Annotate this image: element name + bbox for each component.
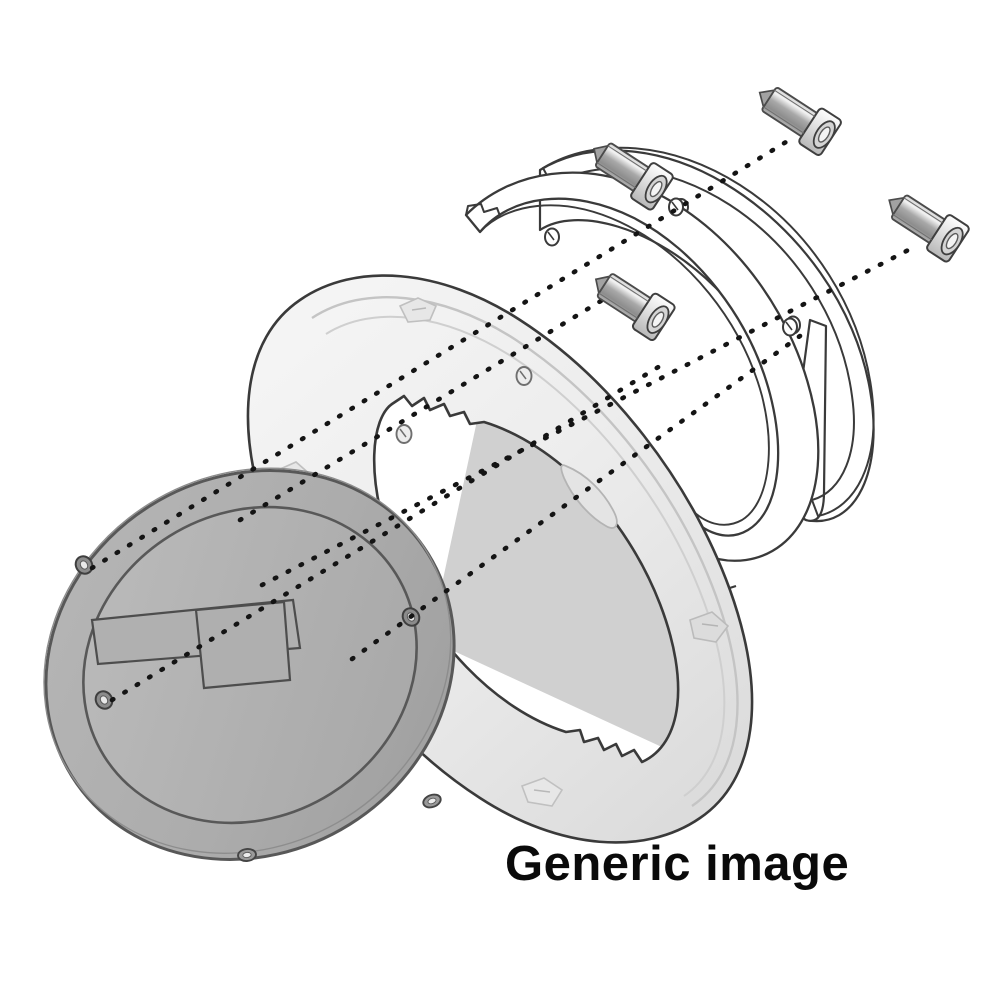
screw-3	[888, 194, 970, 263]
hole-front-ring-1	[544, 227, 560, 247]
screw-2	[593, 142, 674, 211]
assembly-line-1	[89, 139, 789, 571]
hole-plate-1	[74, 555, 94, 575]
screw-1	[758, 87, 842, 156]
ring-boss-top	[398, 297, 438, 323]
hole-plate-2	[94, 690, 114, 710]
hole-front-ring-2	[668, 197, 684, 217]
assembly-line-5	[349, 333, 803, 662]
cover-plate	[43, 467, 456, 862]
hole-plate-4	[422, 793, 442, 809]
hole-front-ring-4	[782, 317, 798, 337]
ring-boss-right	[689, 611, 730, 643]
hole-plate-5	[237, 848, 257, 862]
assembly-line-4	[109, 363, 663, 703]
screw-4	[594, 273, 676, 342]
hole-flange-ring-4	[515, 366, 533, 386]
generic-image-watermark: Generic image	[505, 837, 850, 891]
ring-boss-bottom	[520, 777, 564, 807]
assembly-line-2	[237, 290, 617, 523]
assembly-lines	[89, 139, 921, 703]
hole-flange-ring-1	[395, 424, 413, 444]
